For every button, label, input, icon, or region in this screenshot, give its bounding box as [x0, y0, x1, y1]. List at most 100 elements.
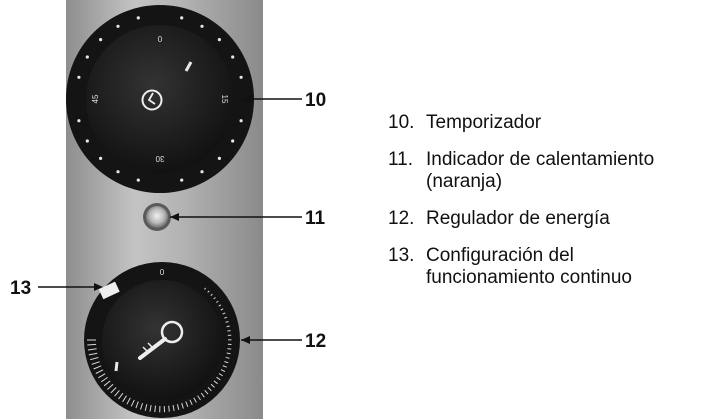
power-scale-tick: [181, 402, 184, 409]
legend-item-heating-indicator: 11. Indicador de calentamiento (naranja): [388, 149, 725, 193]
timer-mark-15: 15: [220, 95, 229, 104]
legend-line: funcionamiento continuo: [426, 267, 632, 288]
timer-mark-45: 45: [91, 94, 100, 103]
power-scale-tick: [193, 397, 197, 403]
legend-line: Temporizador: [426, 112, 542, 133]
legend-label: Indicador de calentamiento (naranja): [426, 149, 725, 193]
power-scale-tick: [100, 376, 108, 383]
power-scale-tick: [172, 405, 175, 411]
power-scale-tick: [88, 352, 98, 356]
power-scale-tick: [87, 343, 97, 346]
timer-scale-dot: [136, 16, 140, 20]
power-scale-tick: [93, 365, 102, 370]
legend-label: Configuración del funcionamiento continu…: [426, 245, 725, 289]
callout-11-number: 11: [305, 208, 326, 229]
heating-indicator-lamp: [143, 203, 171, 231]
power-scale-tick: [95, 369, 104, 374]
legend-number: 12.: [388, 208, 415, 229]
power-scale-tick: [130, 399, 135, 407]
power-scale-tick: [224, 361, 229, 364]
timer-dial[interactable]: 0 15 30 45: [66, 5, 254, 193]
timer-scale-dot: [217, 156, 221, 160]
power-scale-tick: [220, 308, 224, 311]
legend-line: Indicador de calentamiento: [426, 149, 655, 170]
power-scale-tick: [204, 287, 207, 290]
power-scale-tick: [154, 405, 156, 413]
thermometer-icon: [138, 320, 184, 360]
power-scale-tick: [224, 316, 228, 319]
power-scale-tick: [210, 293, 213, 296]
power-regulator-dial[interactable]: 0: [84, 262, 240, 418]
power-scale-ticks: [87, 287, 232, 413]
timer-scale-dot: [239, 75, 243, 79]
timer-scale-dot: [99, 38, 103, 42]
timer-scale-dot: [99, 156, 103, 160]
power-scale-tick: [140, 402, 143, 410]
legend-item-continuous-operation: 13. Configuración del funcionamiento con…: [388, 245, 725, 289]
callout-13-number: 13: [10, 278, 31, 299]
power-mark-off: 0: [160, 268, 165, 277]
power-scale-tick: [227, 348, 232, 350]
timer-scale-dot: [180, 16, 184, 20]
power-scale-tick: [226, 325, 230, 328]
power-scale-tick: [218, 304, 222, 307]
power-scale-tick: [213, 380, 218, 385]
power-scale-tick: [207, 386, 212, 392]
power-scale-tick: [225, 356, 230, 359]
legend-item-power-regulator: 12. Regulador de energía: [388, 208, 725, 230]
timer-scale-dot: [239, 119, 243, 123]
timer-knob[interactable]: [86, 25, 234, 173]
power-scale-tick: [176, 404, 180, 411]
power-scale-tick: [218, 373, 223, 377]
timer-scale-dot: [116, 24, 120, 28]
legend-number: 13.: [388, 245, 415, 266]
timer-scale-dot: [217, 38, 221, 42]
legend: 10. Temporizador 11. Indicador de calent…: [388, 112, 725, 304]
timer-scale-dot: [85, 139, 89, 143]
power-scale-tick: [107, 383, 114, 390]
timer-scale-dot: [200, 170, 204, 174]
timer-scale-dot: [200, 24, 204, 28]
power-scale-tick: [222, 365, 227, 368]
legend-line: (naranja): [426, 171, 503, 192]
power-scale-tick: [189, 399, 193, 406]
legend-label: Regulador de energía: [426, 208, 725, 230]
timer-scale-dot: [85, 55, 89, 59]
legend-line: Regulador de energía: [426, 208, 610, 229]
timer-scale-dot: [77, 119, 81, 123]
legend-label: Temporizador: [426, 112, 725, 134]
power-scale-tick: [197, 395, 201, 401]
power-scale-tick: [168, 405, 170, 412]
callout-10: 10: [243, 90, 326, 111]
power-scale-tick: [110, 387, 117, 394]
power-scale-tick: [216, 300, 219, 303]
power-scale-tick: [149, 405, 152, 412]
power-scale-tick: [200, 392, 205, 398]
callout-12: 12: [241, 331, 326, 352]
timer-mark-30: 30: [155, 154, 164, 163]
power-scale-tick: [118, 392, 124, 400]
power-scale-tick: [126, 397, 131, 405]
power-scale-tick: [98, 373, 106, 379]
timer-mark-0: 0: [158, 35, 163, 44]
timer-scale-dot: [77, 75, 81, 79]
power-scale-tick: [213, 297, 216, 300]
power-scale-tick: [114, 390, 120, 397]
power-scale-tick: [135, 401, 139, 409]
timer-scale-dot: [136, 178, 140, 182]
power-scale-tick: [103, 380, 111, 387]
legend-number: 10.: [388, 112, 415, 133]
power-scale-tick: [207, 290, 210, 293]
power-scale-tick: [185, 401, 189, 407]
callout-10-number: 10: [305, 90, 326, 111]
power-scale-tick: [122, 395, 127, 403]
timer-scale-dot: [116, 170, 120, 174]
clock-icon: [141, 89, 163, 111]
power-scale-tick: [225, 321, 229, 323]
power-scale-tick: [87, 348, 97, 351]
power-scale-tick: [144, 404, 148, 411]
callout-11: 11: [170, 208, 326, 229]
legend-item-timer: 10. Temporizador: [388, 112, 725, 134]
timer-scale-dots: [77, 16, 243, 182]
